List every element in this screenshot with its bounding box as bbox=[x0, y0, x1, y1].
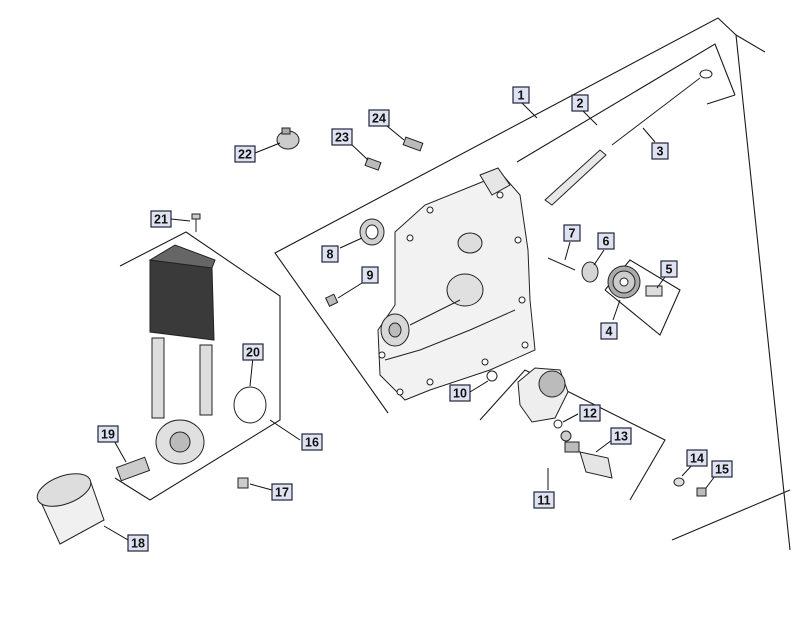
oil-seal bbox=[359, 218, 385, 246]
oil-filter bbox=[36, 473, 105, 545]
callout-11: 11 bbox=[533, 491, 555, 509]
gear-shaft bbox=[645, 285, 663, 297]
callout-label: 19 bbox=[101, 428, 115, 442]
callout-5: 5 bbox=[660, 260, 678, 278]
callout-label: 3 bbox=[657, 145, 664, 159]
callout-label: 2 bbox=[577, 97, 584, 111]
callout-13: 13 bbox=[610, 427, 632, 445]
leader-lines bbox=[103, 101, 719, 541]
threaded-nipple bbox=[115, 456, 151, 482]
callout-label: 13 bbox=[614, 430, 628, 444]
callout-label: 15 bbox=[715, 463, 729, 477]
callout-label: 6 bbox=[603, 235, 610, 249]
callout-1: 1 bbox=[512, 86, 530, 104]
callout-label: 21 bbox=[154, 213, 168, 227]
plug bbox=[325, 293, 339, 307]
callout-label: 16 bbox=[305, 436, 319, 450]
callout-21: 21 bbox=[150, 210, 172, 228]
callout-label: 1 bbox=[518, 89, 525, 103]
gear bbox=[607, 265, 641, 299]
nut bbox=[673, 477, 685, 487]
fitting bbox=[560, 430, 580, 453]
callout-9: 9 bbox=[361, 266, 379, 284]
callout-15: 15 bbox=[711, 460, 733, 478]
callout-18: 18 bbox=[127, 534, 149, 552]
callout-label: 20 bbox=[246, 346, 260, 360]
oil-strainer bbox=[579, 451, 613, 479]
washer bbox=[581, 261, 599, 283]
group-outline-cover bbox=[274, 17, 791, 551]
screw-21 bbox=[191, 213, 201, 232]
callout-label: 11 bbox=[537, 494, 550, 508]
callout-19: 19 bbox=[97, 425, 119, 443]
callout-3: 3 bbox=[651, 142, 669, 160]
o-ring-small bbox=[486, 370, 498, 382]
callout-label: 10 bbox=[453, 387, 467, 401]
callout-17: 17 bbox=[271, 483, 293, 501]
callout-label: 7 bbox=[569, 227, 576, 241]
bolt-23 bbox=[364, 157, 382, 171]
crankcase-cover bbox=[377, 167, 536, 401]
dipstick-tube bbox=[544, 149, 607, 206]
callout-label: 14 bbox=[690, 452, 704, 466]
callout-12: 12 bbox=[579, 404, 601, 422]
bolt-right bbox=[696, 487, 707, 497]
o-ring-pump bbox=[553, 419, 563, 429]
callout-4: 4 bbox=[600, 322, 618, 340]
callout-14: 14 bbox=[686, 449, 708, 467]
breather bbox=[276, 127, 300, 150]
callout-label: 24 bbox=[372, 112, 386, 126]
group-outline-right bbox=[671, 489, 791, 541]
callout-20: 20 bbox=[242, 343, 264, 361]
callout-16: 16 bbox=[301, 433, 323, 451]
callout-label: 17 bbox=[275, 486, 289, 500]
pin bbox=[547, 257, 576, 271]
callout-7: 7 bbox=[563, 224, 581, 242]
cooler-adapter bbox=[155, 419, 205, 465]
group-outline-dipstick bbox=[516, 43, 736, 163]
callout-2: 2 bbox=[571, 94, 589, 112]
callout-8: 8 bbox=[321, 245, 339, 263]
callout-24: 24 bbox=[368, 109, 390, 127]
callout-label: 18 bbox=[131, 537, 145, 551]
oil-pump bbox=[517, 367, 569, 423]
callout-label: 12 bbox=[583, 407, 597, 421]
group-outline-cooler bbox=[114, 231, 281, 501]
dipstick bbox=[611, 69, 713, 146]
callout-23: 23 bbox=[331, 128, 353, 146]
callout-label: 4 bbox=[606, 325, 613, 339]
oil-cooler bbox=[148, 244, 216, 419]
callout-label: 5 bbox=[666, 263, 673, 277]
callout-label: 9 bbox=[367, 269, 374, 283]
callout-label: 8 bbox=[327, 248, 334, 262]
callout-10: 10 bbox=[449, 384, 471, 402]
o-ring-large bbox=[233, 386, 267, 424]
callout-6: 6 bbox=[597, 232, 615, 250]
callout-label: 22 bbox=[238, 148, 252, 162]
clip bbox=[237, 477, 249, 489]
callout-22: 22 bbox=[234, 145, 256, 163]
callout-label: 23 bbox=[335, 131, 349, 145]
group-outline-pump bbox=[479, 369, 666, 501]
bolt-24 bbox=[402, 136, 424, 152]
